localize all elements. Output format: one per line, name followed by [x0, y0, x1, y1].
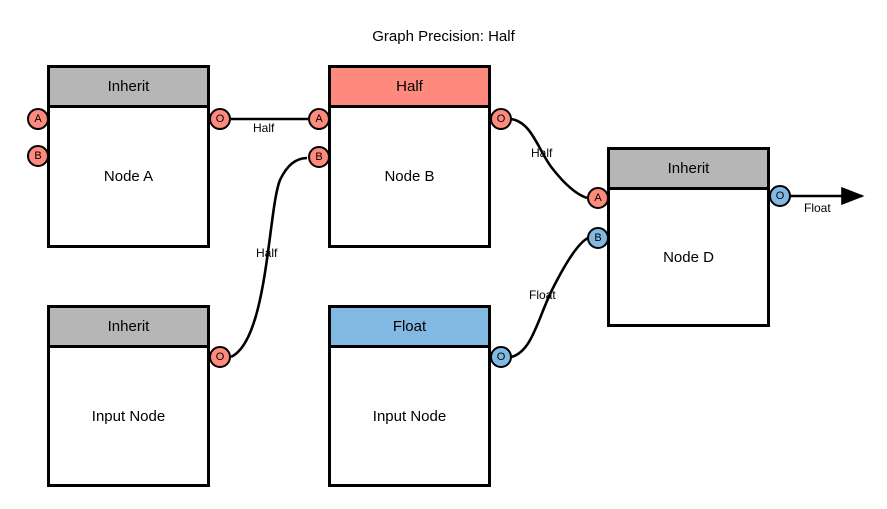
wire-label-d-output: Float — [804, 201, 831, 215]
wire-label-b-to-d: Half — [531, 146, 553, 160]
node-d-output-port-o[interactable]: O — [769, 185, 791, 207]
node-b-output-port-o[interactable]: O — [490, 108, 512, 130]
node-d-input-port-b[interactable]: B — [587, 227, 609, 249]
node-d-header: Inherit — [610, 150, 767, 190]
wire-label-a-to-b: Half — [253, 121, 275, 135]
node-b-body: Node B — [384, 168, 435, 185]
page-title: Graph Precision: Half — [372, 28, 515, 45]
node-d-body: Node D — [663, 248, 714, 266]
input-node-2-header: Float — [331, 308, 488, 348]
node-input-node-2[interactable]: Float Input Node — [328, 305, 491, 487]
node-node-b[interactable]: Half Node B — [328, 65, 491, 248]
node-node-d[interactable]: Inherit Node D — [607, 147, 770, 327]
node-node-a[interactable]: Inherit Node A — [47, 65, 210, 248]
node-b-input-port-b[interactable]: B — [308, 146, 330, 168]
node-b-input-port-a[interactable]: A — [308, 108, 330, 130]
node-input-node-1[interactable]: Inherit Input Node — [47, 305, 210, 487]
node-a-body: Node A — [103, 168, 154, 185]
input-node-1-body: Input Node — [91, 407, 166, 425]
wire-label-in2-to-d: Float — [529, 288, 556, 302]
node-a-input-port-a[interactable]: A — [27, 108, 49, 130]
node-a-header: Inherit — [50, 68, 207, 108]
wire-label-in1-to-b: Half — [256, 246, 278, 260]
input-node-2-output-port-o[interactable]: O — [490, 346, 512, 368]
node-b-header: Half — [331, 68, 488, 108]
input-node-1-output-port-o[interactable]: O — [209, 346, 231, 368]
node-d-input-port-a[interactable]: A — [587, 187, 609, 209]
node-a-output-port-o[interactable]: O — [209, 108, 231, 130]
node-a-input-port-b[interactable]: B — [27, 145, 49, 167]
input-node-1-header: Inherit — [50, 308, 207, 348]
input-node-2-body: Input Node — [372, 407, 447, 425]
